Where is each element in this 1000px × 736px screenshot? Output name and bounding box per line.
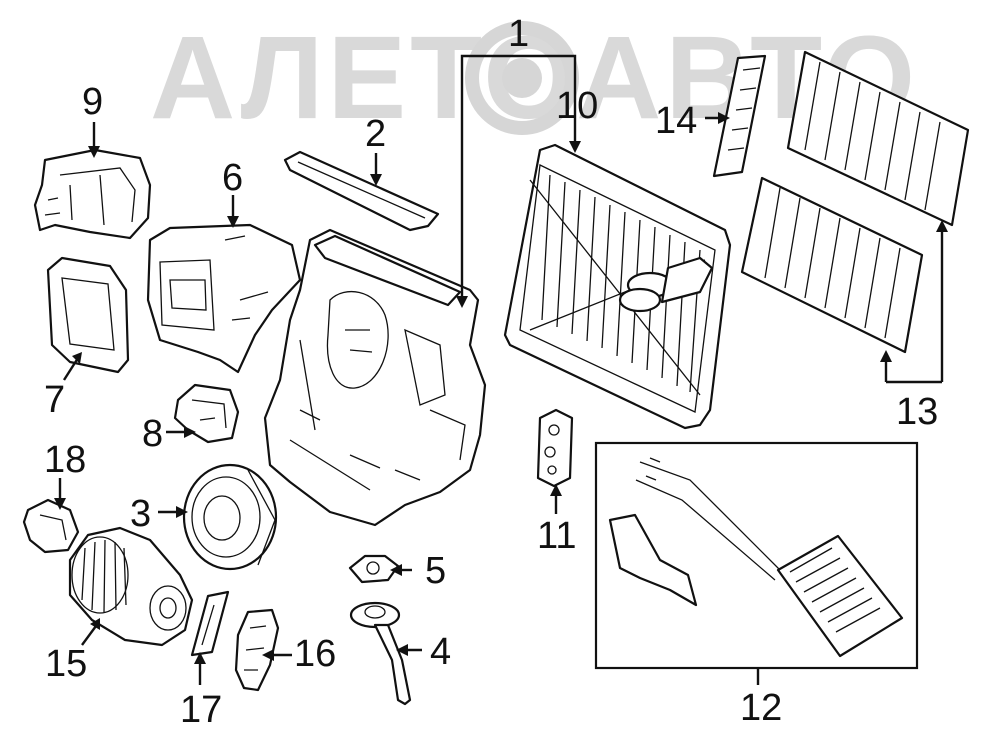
part-13-cabin-filter-upper [786,50,970,227]
callout-11: 11 [537,515,576,557]
leader-lines [54,54,948,685]
callout-3: 3 [130,493,151,535]
part-7-gasket-frame [46,256,130,374]
callout-1: 1 [508,13,529,55]
part-10-evaporator [503,143,732,430]
part-3-blower-scroll [182,463,278,571]
callout-18: 18 [44,439,86,481]
callout-6: 6 [222,157,243,199]
part-13-cabin-filter-lower [740,176,924,354]
part-14-narrow-filter [712,54,767,178]
part-1-hvac-case [263,228,487,527]
part-17-strip [190,590,230,657]
part-12-frame [594,441,919,670]
part-16-bracket [234,608,280,692]
callout-10: 10 [556,85,598,127]
part-11-expansion-valve [536,408,574,488]
part-2-filter-seal [283,150,440,232]
watermark-gear-icon [465,21,579,135]
callout-14: 14 [655,100,697,142]
callout-17: 17 [180,689,222,731]
part-12-heater-core [608,457,904,658]
callout-4: 4 [430,631,451,673]
part-5-plate [348,554,400,584]
callout-9: 9 [82,81,103,123]
part-4-drain-hose [349,601,412,706]
callout-7: 7 [44,379,65,421]
callout-15: 15 [45,643,87,685]
callout-12: 12 [740,687,782,729]
part-18-resistor [22,498,80,554]
part-6-blower-case [146,223,302,374]
callout-13: 13 [896,391,938,433]
callout-2: 2 [365,113,386,155]
callout-labels: 1 2 3 4 5 6 7 8 9 10 11 12 13 14 15 16 1… [44,13,938,731]
callout-5: 5 [425,550,446,592]
part-8-actuator [173,383,240,444]
part-9-blower-upper-housing [33,148,152,240]
callout-16: 16 [294,633,336,675]
part-15-blower-motor [68,526,194,647]
callout-8: 8 [142,413,163,455]
